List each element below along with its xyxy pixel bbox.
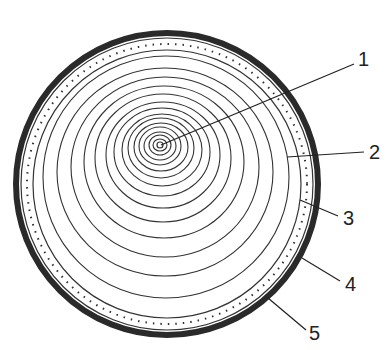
callout-number: 2 bbox=[369, 141, 380, 163]
growth-rings bbox=[43, 56, 289, 298]
cambium-edge bbox=[33, 50, 301, 318]
bark-inner-edge bbox=[21, 38, 313, 330]
leader-lines bbox=[161, 64, 364, 330]
bark bbox=[16, 33, 318, 335]
cambium-dots bbox=[27, 44, 307, 324]
callout-number: 4 bbox=[345, 273, 356, 295]
callout-number: 5 bbox=[309, 322, 320, 344]
callout-number: 1 bbox=[358, 48, 369, 70]
callout-number: 3 bbox=[343, 207, 354, 229]
